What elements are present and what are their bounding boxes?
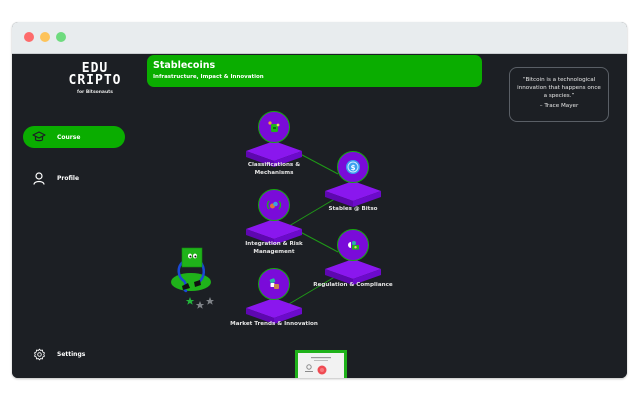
sidebar-item-label: Settings: [57, 350, 86, 358]
node-badge: [258, 111, 290, 143]
stablecoin-dollar-icon: $: [346, 160, 360, 174]
sidebar-item-label: Profile: [57, 174, 80, 182]
gear-icon: [32, 347, 46, 361]
user-icon: [32, 171, 46, 185]
quote-card: “Bitcoin is a technological innovation t…: [509, 67, 609, 122]
lesson-node-integration[interactable]: [244, 189, 304, 259]
node-platform: [246, 141, 302, 167]
node-label: Regulation & Compliance: [313, 282, 393, 288]
node-label: Integration & Risk Management: [245, 241, 303, 255]
node-label: Market Trends & Innovation: [230, 321, 318, 327]
course-title: Stablecoins: [153, 60, 216, 71]
sidebar-item-course[interactable]: Course: [23, 126, 125, 148]
node-platform: [246, 219, 302, 245]
lesson-node-regulation[interactable]: [323, 229, 383, 299]
logo-tagline: for Bitsonauts: [76, 90, 113, 95]
course-subtitle: Infrastructure, Impact & Innovation: [153, 74, 264, 80]
svg-text:$: $: [351, 164, 356, 172]
node-label: Classifications & Mechanisms: [247, 162, 301, 176]
node-badge: [258, 189, 290, 221]
lesson-node-classifications[interactable]: [244, 111, 304, 181]
node-badge: [337, 229, 369, 261]
market-trends-icon: [269, 278, 279, 289]
close-window-button[interactable]: [24, 32, 34, 42]
logo-line-1: EDU: [81, 61, 109, 76]
node-platform: [325, 259, 381, 285]
quote-author: – Trace Mayer: [539, 103, 579, 109]
browser-window: EDU CRIPTO for Bitsonauts Stablecoins In…: [12, 22, 627, 378]
sidebar-item-settings[interactable]: Settings: [23, 343, 125, 365]
exchange-coins-icon: [266, 200, 282, 210]
quote-text: “Bitcoin is a technological innovation t…: [517, 77, 601, 99]
maximize-window-button[interactable]: [56, 32, 66, 42]
compliance-money-icon: [348, 241, 359, 250]
node-platform: [246, 298, 302, 324]
sidebar-item-label: Course: [57, 133, 81, 141]
mechanism-icon: [268, 121, 280, 132]
course-banner: Stablecoins Infrastructure, Impact & Inn…: [147, 55, 482, 87]
path-connectors: [288, 147, 339, 305]
node-badge: [258, 268, 290, 300]
certificate-icon[interactable]: [295, 350, 347, 378]
lesson-node-stables-bitso[interactable]: $: [323, 151, 383, 221]
node-label: Stables @ Bitso: [328, 206, 378, 212]
minimize-window-button[interactable]: [40, 32, 50, 42]
app-content: EDU CRIPTO for Bitsonauts Stablecoins In…: [12, 54, 627, 378]
window-titlebar: [12, 22, 627, 54]
node-badge: $: [337, 151, 369, 183]
educripto-logo[interactable]: EDU CRIPTO for Bitsonauts: [40, 61, 150, 95]
logo-line-2: CRIPTO: [68, 73, 122, 88]
mascot-character: [170, 245, 214, 311]
sidebar-item-profile[interactable]: Profile: [23, 167, 125, 189]
node-platform: [325, 181, 381, 207]
graduation-cap-icon: [32, 130, 46, 144]
lesson-node-market-trends[interactable]: [244, 268, 304, 338]
